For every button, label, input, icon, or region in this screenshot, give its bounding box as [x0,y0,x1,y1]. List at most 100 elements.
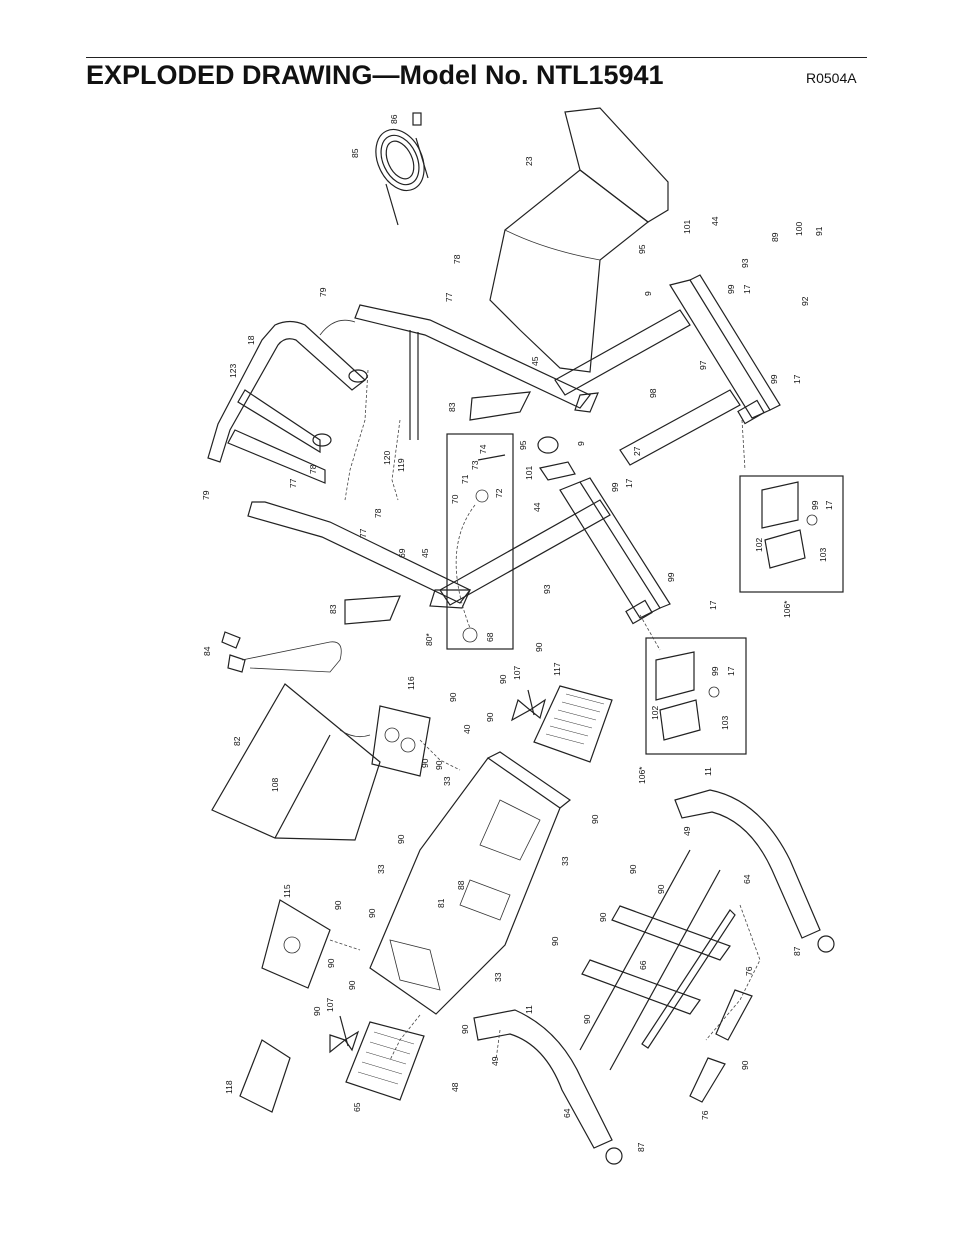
callout-label: 93 [740,258,750,268]
callout-label: 87 [636,1142,646,1152]
callout-label: 45 [420,548,430,558]
callout-label: 99 [726,284,736,294]
callout-label: 11 [524,1005,534,1014]
callout-label: 102 [754,538,764,552]
callout-label: 9 [576,441,586,446]
callout-label: 49 [682,826,692,836]
hardware-dashed-leaders [329,369,746,1061]
callout-label: 101 [524,466,534,480]
callout-label: 83 [447,402,457,412]
header-rule [86,57,867,58]
callout-label: 99 [710,666,720,676]
page-title: EXPLODED DRAWING—Model No. NTL15941 [86,60,664,90]
callout-label: 90 [590,814,600,824]
callout-label: 117 [552,662,562,676]
callout-label: 116 [406,676,416,690]
callout-label: 79 [318,287,328,297]
part-leg-upper [674,789,835,953]
callout-label: 69 [397,548,407,558]
part-upright-handrail [207,319,368,484]
part-base-frame [439,274,781,625]
callout-label: 99 [810,500,820,510]
callout-label: 115 [282,884,292,898]
callout-label: 90 [656,884,666,894]
callout-labels: 85 86 23 95 101 44 89 100 91 93 9 99 17 … [201,114,834,1152]
callout-label: 82 [232,736,242,746]
part-box-106-top [739,475,844,593]
callout-label: 40 [462,724,472,734]
callout-label: 90 [326,958,336,968]
callout-label: 120 [382,451,392,465]
callout-label: 99 [769,374,779,384]
callout-label: 17 [792,374,802,384]
callout-label: 102 [650,706,660,720]
callout-label: 99 [610,482,620,492]
callout-label: 44 [710,216,720,226]
callout-label: 78 [308,464,318,474]
callout-label: 88 [456,880,466,890]
callout-label: 70 [450,494,460,504]
callout-label: 100 [794,222,804,236]
callout-label: 90 [582,1014,592,1024]
callout-label: 17 [708,600,718,610]
part-76-upper [715,989,753,1041]
part-116-bracket [371,705,431,777]
part-lower-rail [247,501,471,609]
callout-label: 71 [460,474,470,484]
callout-label: 90 [534,642,544,652]
callout-label: 64 [742,874,752,884]
callout-label: 72 [494,488,504,498]
callout-label: 106* [637,766,647,784]
part-leg-lower [473,1009,623,1165]
callout-label: 119 [396,458,406,472]
part-elevation-box [446,433,576,650]
callout-label: 90 [333,900,343,910]
callout-label: 107 [512,666,522,680]
callout-label: 90 [740,1060,750,1070]
callout-label: 90 [448,692,458,702]
callout-label: 90 [434,760,444,770]
callout-label: 77 [358,528,368,538]
part-fan-top [511,689,547,722]
callout-label: 17 [742,284,752,294]
callout-label: 33 [442,776,452,786]
callout-label: 73 [470,460,480,470]
callout-label: 45 [530,356,540,366]
callout-label: 65 [352,1102,362,1112]
callout-label: 90 [550,936,560,946]
callout-label: 81 [436,898,446,908]
callout-label: 23 [524,156,534,166]
callout-label: 84 [202,646,212,656]
callout-label: 85 [350,148,360,158]
callout-label: 90 [460,1024,470,1034]
drawing-code: R0504A [806,70,857,86]
callout-label: 18 [246,335,256,345]
callout-label: 103 [818,548,828,562]
callout-label: 91 [814,226,824,236]
callout-label: 68 [485,632,495,642]
callout-label: 66 [638,960,648,970]
callout-label: 90 [485,712,495,722]
callout-label: 87 [792,946,802,956]
callout-label: 17 [624,478,634,488]
callout-label: 49 [490,1056,500,1066]
callout-label: 80* [424,633,434,646]
part-hood-cover [211,683,381,841]
callout-label: 90 [628,864,638,874]
callout-label: 33 [376,864,386,874]
part-grill-top [533,685,613,763]
callout-label: 17 [726,666,736,676]
callout-label: 11 [703,767,713,776]
callout-label: 89 [770,232,780,242]
callout-label: 98 [648,388,658,398]
callout-label: 44 [532,502,542,512]
callout-label: 78 [373,508,383,518]
callout-label: 79 [201,490,211,500]
callout-label: 33 [493,972,503,982]
callout-label: 48 [450,1082,460,1092]
callout-label: 95 [518,440,528,450]
callout-label: 83 [328,604,338,614]
callout-label: 106* [782,600,792,618]
part-upper-rail [354,304,599,440]
part-side-rail-lower [344,595,401,625]
